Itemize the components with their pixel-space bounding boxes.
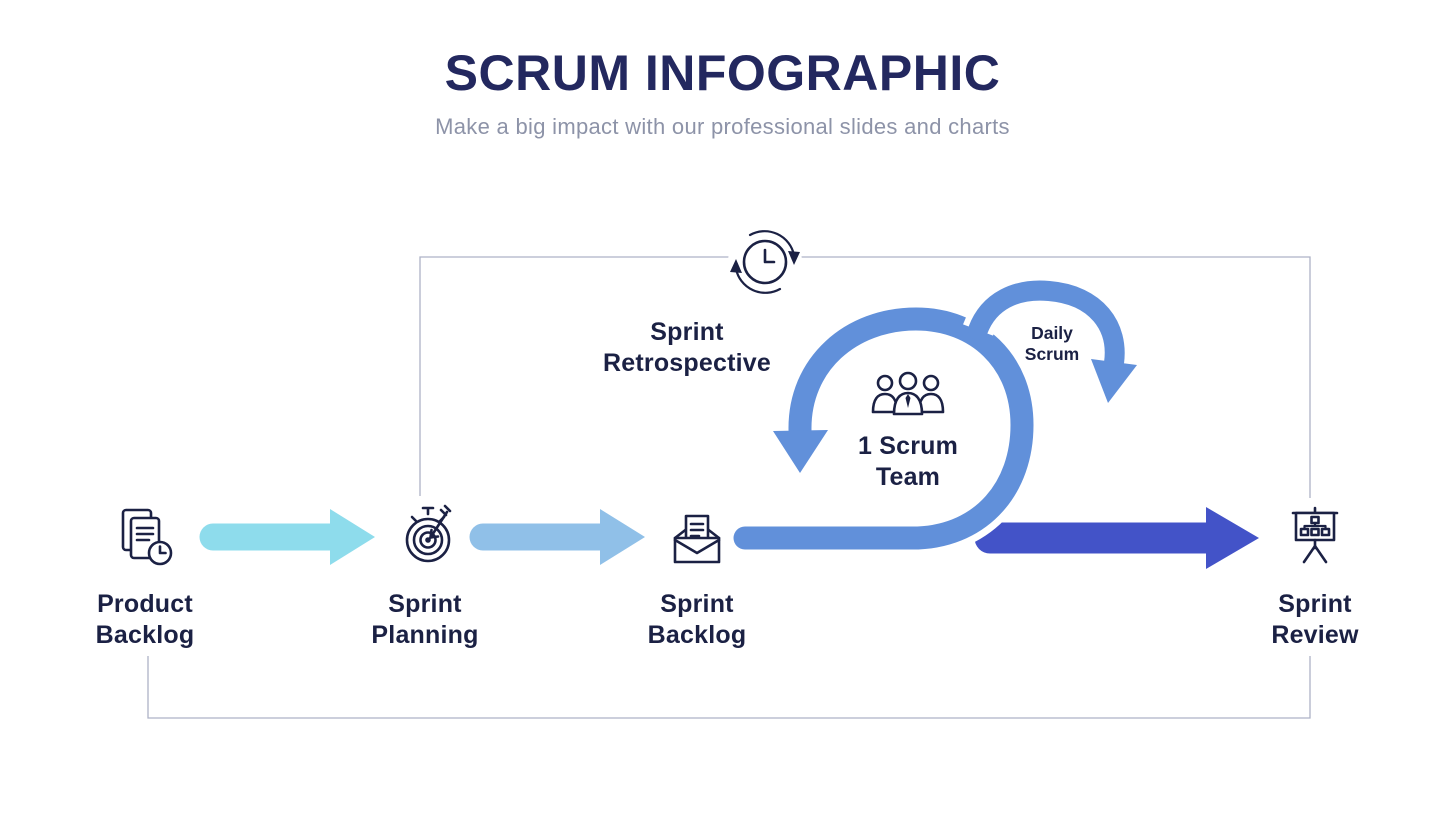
daily-scrum-label: Daily Scrum [1024, 323, 1080, 364]
product-backlog-icon [112, 503, 178, 574]
sprint-review-label: Sprint Review [1271, 590, 1359, 649]
arrow-product-to-planning [199, 509, 375, 565]
arrow-planning-to-backlog [469, 509, 645, 565]
page-subtitle: Make a big impact with our professional … [435, 114, 1010, 139]
sprint-loop-arrow [733, 300, 1041, 557]
page-title: SCRUM INFOGRAPHIC [444, 45, 1001, 101]
top-bracket-line [419, 256, 1311, 498]
open-envelope-letter-icon [664, 505, 730, 576]
product-backlog-label: Product Backlog [95, 590, 195, 649]
scrum-team-icon [866, 368, 950, 429]
stopwatch-target-icon [394, 501, 460, 572]
scrum-team-label: 1 Scrum Team [857, 432, 959, 491]
daily-scrum-loop-arrow [963, 274, 1137, 403]
arrow-to-sprint-review [974, 507, 1259, 569]
sprint-planning-label: Sprint Planning [371, 590, 479, 649]
sprint-retrospective-label: Sprint Retrospective [603, 318, 771, 377]
presentation-board-icon [1282, 503, 1348, 574]
sprint-backlog-label: Sprint Backlog [647, 590, 747, 649]
bottom-bracket-line [147, 656, 1311, 719]
clock-refresh-icon [728, 225, 802, 304]
